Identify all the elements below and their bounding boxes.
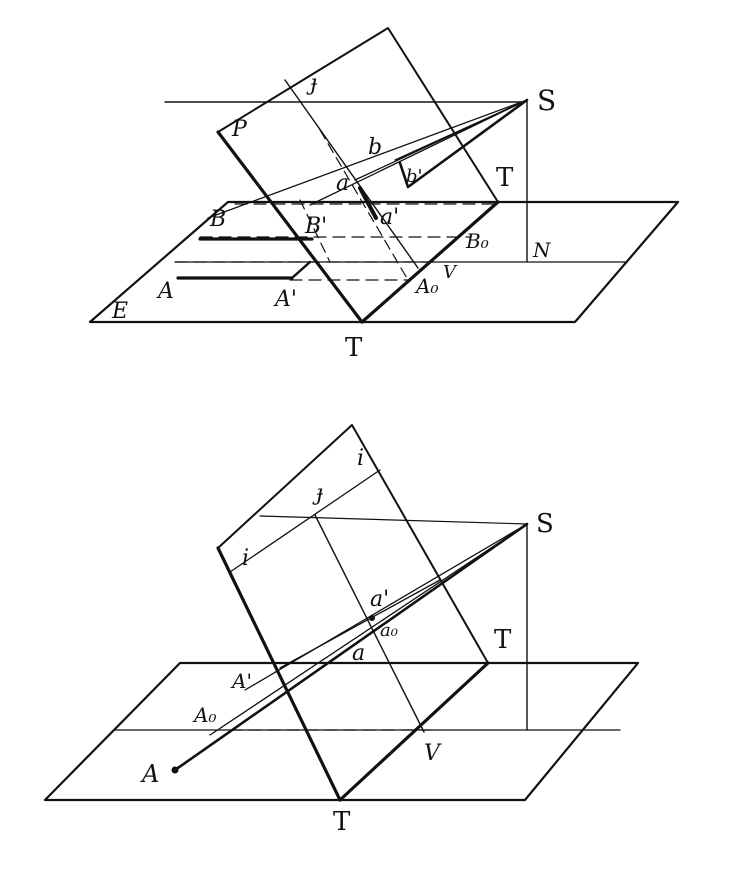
bottom-label-a-prime: a' bbox=[370, 587, 389, 612]
top-segment-AA bbox=[290, 260, 312, 280]
bottom-ray-3 bbox=[244, 523, 528, 691]
bottom-label-A-zero: A₀ bbox=[192, 703, 216, 727]
bottom-labels: S T T ɟ i i a' a₀ a A A' A₀ V bbox=[140, 446, 554, 837]
top-label-B-zero: B₀ bbox=[465, 229, 489, 253]
bottom-point-a bbox=[369, 615, 375, 621]
top-ray-b bbox=[394, 99, 528, 161]
bottom-picture-plane bbox=[217, 424, 489, 801]
top-label-V: V bbox=[443, 262, 458, 283]
bottom-label-J: ɟ bbox=[312, 481, 324, 506]
bottom-label-T-bottom: T bbox=[333, 807, 351, 837]
top-label-a: a bbox=[336, 171, 349, 196]
top-label-S: S bbox=[537, 84, 556, 117]
bottom-label-a: a bbox=[352, 641, 365, 666]
top-label-A-prime: A' bbox=[273, 287, 297, 312]
top-segment-aa bbox=[358, 186, 378, 220]
bottom-label-S: S bbox=[536, 509, 554, 539]
top-label-B-prime: B' bbox=[304, 214, 327, 239]
top-ground-plane bbox=[88, 200, 680, 324]
top-ray-B bbox=[207, 99, 528, 219]
bottom-ray-4 bbox=[279, 579, 441, 669]
bottom-figure bbox=[43, 424, 640, 802]
top-triangle-b bbox=[398, 98, 529, 189]
top-label-T-bottom: T bbox=[345, 333, 363, 363]
top-figure bbox=[88, 27, 680, 324]
top-label-a-prime: a' bbox=[380, 205, 399, 230]
bottom-label-A: A bbox=[140, 760, 159, 788]
bottom-ground-line bbox=[338, 661, 490, 802]
bottom-ray-1 bbox=[173, 522, 529, 772]
top-label-J: ɟ bbox=[306, 71, 318, 96]
top-label-A-zero: A₀ bbox=[414, 274, 438, 298]
top-label-E: E bbox=[111, 299, 128, 324]
bottom-label-i-left: i bbox=[242, 546, 249, 571]
bottom-label-T-right: T bbox=[494, 625, 512, 655]
bottom-ray-2 bbox=[209, 523, 528, 736]
bottom-horizon-line bbox=[259, 515, 528, 525]
bottom-label-V: V bbox=[424, 741, 442, 766]
top-picture-plane-edge-left bbox=[216, 130, 364, 324]
bottom-vertical-trace bbox=[314, 514, 425, 733]
top-label-b: b bbox=[368, 135, 382, 160]
top-label-A: A bbox=[156, 279, 174, 304]
bottom-label-A-prime: A' bbox=[230, 669, 252, 693]
bottom-label-i-top: i bbox=[357, 446, 364, 471]
bottom-label-a-zero: a₀ bbox=[380, 620, 398, 641]
bottom-point-A bbox=[171, 766, 179, 774]
top-labels: S T T N P ɟ E A A' A₀ V B B' B₀ b b' a a… bbox=[111, 71, 556, 363]
bottom-ground-plane bbox=[43, 661, 640, 802]
bottom-horizon-trace-i bbox=[229, 469, 381, 573]
bottom-picture-plane-edge-left bbox=[216, 546, 342, 802]
top-label-T-right: T bbox=[496, 163, 514, 193]
top-label-N: N bbox=[532, 238, 552, 262]
top-label-b-prime: b' bbox=[406, 166, 422, 187]
top-label-P: P bbox=[231, 117, 248, 142]
top-label-B: B bbox=[209, 207, 226, 232]
top-dashed-diagonal-2 bbox=[299, 199, 331, 263]
top-dashed-diagonal-1 bbox=[319, 129, 409, 281]
